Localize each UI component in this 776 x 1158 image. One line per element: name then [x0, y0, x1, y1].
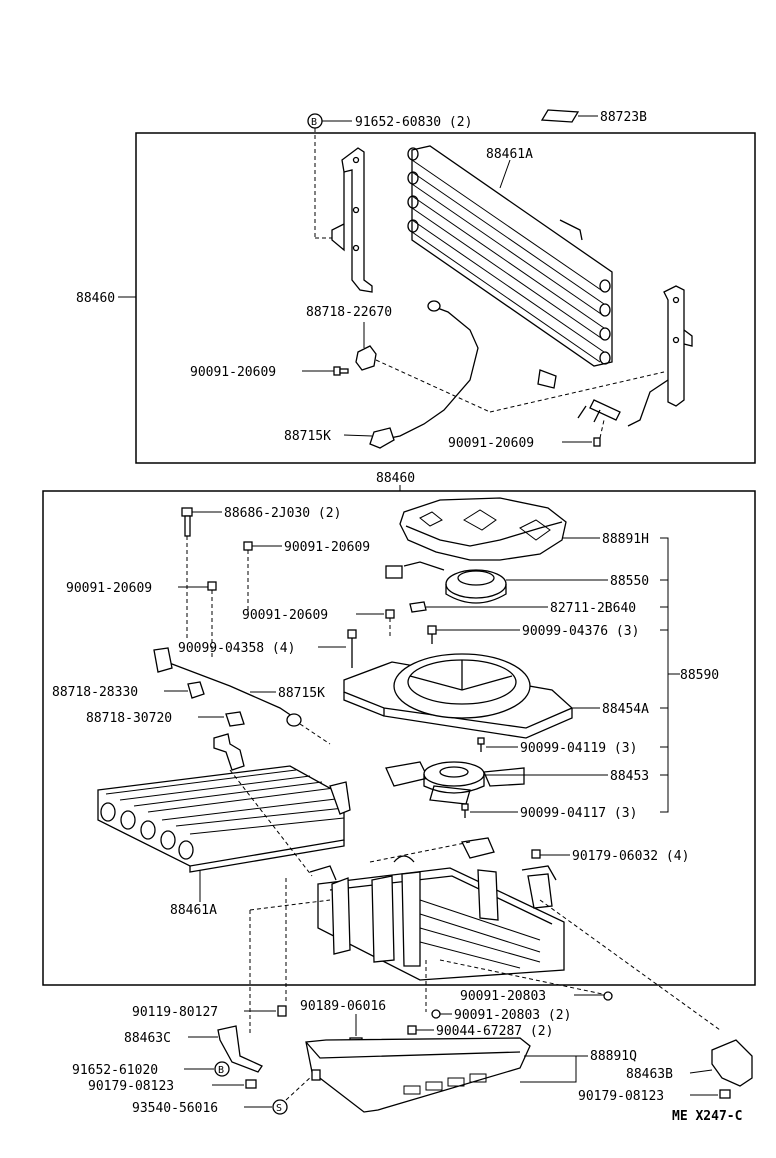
svg-text:S: S	[276, 1103, 282, 1114]
label-plate-88723b	[540, 109, 580, 123]
screw-90099-04376	[427, 625, 437, 644]
label-88454A: 88454A	[602, 702, 649, 717]
bolt-88686-2j030	[181, 507, 193, 537]
under-cover-88891q	[305, 1037, 531, 1113]
marker-b-circle-lower: B	[214, 1061, 230, 1077]
figure-code: ME X247-C	[672, 1109, 742, 1124]
label-90099-04117: 90099-04117 (3)	[520, 806, 637, 821]
bracket-88463b	[711, 1039, 753, 1087]
label-93540-56016: 93540-56016	[132, 1101, 218, 1116]
nut-90179-08123-b	[719, 1089, 731, 1099]
clip-90044-67287	[407, 1025, 417, 1035]
label-90099-04119: 90099-04119 (3)	[520, 741, 637, 756]
label-88550: 88550	[610, 574, 649, 589]
svg-text:B: B	[311, 117, 317, 128]
bolt-90091-20609-a	[333, 366, 349, 376]
label-88461A-lower: 88461A	[170, 903, 217, 918]
clip-82711-2b640	[409, 601, 427, 613]
label-90091-20803-b: 90091-20803 (2)	[454, 1008, 571, 1023]
label-90091-20609-c: 90091-20609	[284, 540, 370, 555]
label-88715K-lower: 88715K	[278, 686, 325, 701]
clamp-88718-22670	[355, 345, 377, 371]
svg-text:B: B	[218, 1065, 224, 1076]
nut-90179-06032	[531, 849, 541, 859]
label-88463C: 88463C	[124, 1031, 171, 1046]
pipe-88715k-lower	[159, 659, 293, 717]
label-90091-20609-b: 90091-20609	[448, 436, 534, 451]
fan-blade-88453	[385, 761, 525, 805]
label-90091-20609-a: 90091-20609	[190, 365, 276, 380]
label-91652-61020: 91652-61020	[72, 1063, 158, 1078]
label-90179-08123-b: 90179-08123	[578, 1089, 664, 1104]
condenser-left-bracket	[331, 147, 373, 293]
label-90091-20609-d: 90091-20609	[66, 581, 152, 596]
condenser-mount-tray	[309, 837, 565, 981]
label-90099-04376: 90099-04376 (3)	[522, 624, 639, 639]
label-88718-28330: 88718-28330	[52, 685, 138, 700]
nut-90179-08123-a	[245, 1079, 257, 1089]
screw-90099-04117	[461, 803, 469, 818]
fan-motor-88550	[385, 561, 507, 604]
condenser-88461a-lower	[97, 733, 351, 873]
label-88891Q: 88891Q	[590, 1049, 637, 1064]
upper-assembly-frame	[135, 132, 756, 464]
label-91652-60830: 91652-60830 (2)	[355, 115, 472, 130]
clamp-88718-30720	[225, 711, 245, 727]
label-90091-20803-a: 90091-20803	[460, 989, 546, 1004]
screw-90099-04358	[347, 629, 357, 668]
clamp-88718-28330	[187, 681, 205, 699]
bolt-90091-20803-b	[431, 1009, 441, 1019]
lower-assembly-frame	[42, 490, 756, 986]
label-90044-67287: 90044-67287 (2)	[436, 1024, 553, 1039]
fan-cover-88891h	[399, 497, 567, 561]
label-88460-upper: 88460	[76, 291, 115, 306]
label-88453: 88453	[610, 769, 649, 784]
label-90091-20609-e: 90091-20609	[242, 608, 328, 623]
bolt-90091-20609-c	[243, 541, 253, 551]
label-90179-08123-a: 90179-08123	[88, 1079, 174, 1094]
fan-shroud-88454a	[343, 653, 574, 739]
bolt-90091-20609-e	[385, 609, 395, 619]
bracket-88463c	[217, 1025, 263, 1073]
bolt-90091-20609-b	[593, 437, 601, 447]
condenser-right-bracket	[577, 285, 693, 427]
label-88460-lower: 88460	[376, 471, 415, 486]
screw-90099-04119	[477, 737, 485, 752]
label-88723B: 88723B	[600, 110, 647, 125]
label-90179-06032: 90179-06032 (4)	[572, 849, 689, 864]
label-88718-22670: 88718-22670	[306, 305, 392, 320]
pipe-88715k-upper	[379, 305, 479, 441]
marker-s-circle: S	[272, 1099, 288, 1115]
label-88590: 88590	[680, 668, 719, 683]
label-90189-06016: 90189-06016	[300, 999, 386, 1014]
label-88891H: 88891H	[602, 532, 649, 547]
bolt-90091-20803-a	[603, 991, 613, 1001]
label-88715K-upper: 88715K	[284, 429, 331, 444]
label-82711-2B640: 82711-2B640	[550, 601, 636, 616]
bolt-90091-20609-d	[207, 581, 217, 591]
label-88718-30720: 88718-30720	[86, 711, 172, 726]
condenser-88461a-upper	[407, 145, 613, 389]
bolt-90119-80127	[277, 1005, 287, 1017]
label-88461A-upper: 88461A	[486, 147, 533, 162]
label-88686-2J030: 88686-2J030 (2)	[224, 506, 341, 521]
label-90119-80127: 90119-80127	[132, 1005, 218, 1020]
label-88463B: 88463B	[626, 1067, 673, 1082]
marker-b-circle: B	[307, 113, 323, 129]
label-90099-04358: 90099-04358 (4)	[178, 641, 295, 656]
